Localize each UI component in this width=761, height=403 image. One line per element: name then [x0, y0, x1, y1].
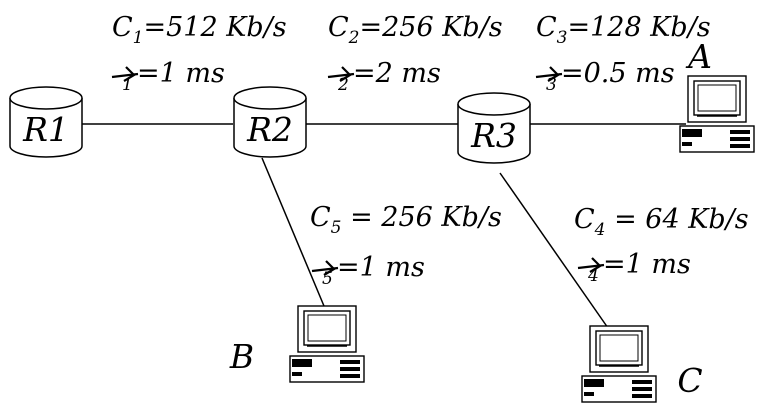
host-b-label: B: [229, 337, 254, 376]
link-3-capacity: C3=128 Kb/s: [536, 12, 711, 48]
router-r1: R1: [9, 86, 83, 158]
link-3-cap-text: =128 Kb/s: [568, 12, 711, 43]
link-1-capacity: C1=512 Kb/s: [112, 12, 287, 48]
link-4-delay-index: 4: [587, 266, 599, 286]
link-3-cap-letter: C: [536, 12, 557, 43]
link-1-delay: 1 =1 ms: [110, 58, 225, 95]
link-1-delay-index: 1: [122, 75, 133, 95]
link-2-delay-text: =2 ms: [353, 58, 441, 89]
svg-text:C3=128 Kb/s: C3=128 Kb/s: [536, 12, 711, 48]
host-b: [289, 305, 365, 383]
link-4-cap-letter: C: [574, 204, 595, 235]
host-a: [679, 75, 755, 153]
host-c: [581, 325, 657, 403]
svg-text:C4 = 64 Kb/s: C4 = 64 Kb/s: [574, 204, 749, 240]
link-4-capacity: C4 = 64 Kb/s: [574, 204, 749, 240]
link-1-cap-letter: C: [112, 12, 133, 43]
link-3-delay-text: =0.5 ms: [561, 58, 675, 89]
link-2-delay: 2 =2 ms: [326, 58, 441, 95]
link-2-cap-text: =256 Kb/s: [360, 12, 503, 43]
link-4-cap-index: 4: [594, 220, 606, 240]
router-r1-label: R1: [22, 110, 69, 149]
svg-text:C2=256 Kb/s: C2=256 Kb/s: [328, 12, 503, 48]
link-3-delay-index: 3: [546, 75, 557, 95]
link-5-cap-text: = 256 Kb/s: [342, 202, 502, 233]
link-r2-b: [261, 157, 325, 307]
link-3-cap-index: 3: [557, 28, 568, 48]
link-r3-c: [499, 172, 609, 329]
link-2-cap-index: 2: [348, 28, 360, 48]
link-5-cap-index: 5: [331, 218, 342, 238]
router-r3-label: R3: [470, 116, 517, 155]
link-4-delay: 4 =1 ms: [576, 249, 691, 286]
link-2-delay-index: 2: [337, 75, 349, 95]
link-2-capacity: C2=256 Kb/s: [328, 12, 503, 48]
link-4-delay-text: =1 ms: [603, 249, 691, 280]
router-r2: R2: [233, 86, 307, 158]
link-5-delay: 5 =1 ms: [310, 252, 425, 289]
router-r2-label: R2: [246, 110, 293, 149]
link-5-capacity: C5 = 256 Kb/s: [310, 202, 502, 238]
svg-text:C1=512 Kb/s: C1=512 Kb/s: [112, 12, 287, 48]
link-4-cap-text: = 64 Kb/s: [606, 204, 749, 235]
link-5-cap-letter: C: [310, 202, 331, 233]
link-5-delay-text: =1 ms: [337, 252, 425, 283]
link-5-delay-index: 5: [322, 269, 333, 289]
link-1-delay-text: =1 ms: [137, 58, 225, 89]
link-3-delay: 3 =0.5 ms: [534, 58, 675, 95]
router-r3: R3: [457, 92, 531, 164]
link-2-cap-letter: C: [328, 12, 349, 43]
link-1-cap-index: 1: [133, 28, 144, 48]
host-a-label: A: [685, 37, 712, 76]
link-1-cap-text: =512 Kb/s: [144, 12, 287, 43]
host-c-label: C: [677, 361, 702, 400]
svg-text:C5 = 256 Kb/s: C5 = 256 Kb/s: [310, 202, 502, 238]
